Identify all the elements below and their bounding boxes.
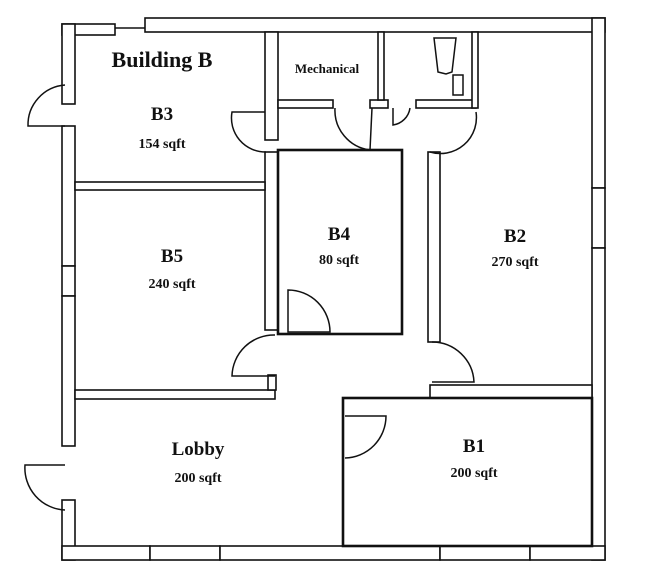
door-b3-exterior: [27, 84, 66, 127]
door-restroom: [392, 107, 411, 126]
room-lobby-label: Lobby: [172, 439, 225, 460]
door-b5: [231, 334, 276, 377]
room-b3-label: B3: [151, 104, 173, 125]
room-b5-label: B5: [161, 246, 183, 267]
room-b2-area: 270 sqft: [491, 255, 538, 270]
room-b2-label: B2: [504, 226, 526, 247]
room-b3-area: 154 sqft: [138, 137, 185, 152]
toilet-icon: [433, 37, 457, 75]
walls: [61, 17, 606, 561]
room-b4-label: B4: [328, 224, 351, 245]
door-lobby-exterior: [24, 464, 66, 511]
room-lobby-area: 200 sqft: [174, 471, 221, 486]
door-b2-top: [429, 111, 478, 155]
sink-icon: [452, 74, 464, 96]
mechanical-label: Mechanical: [295, 61, 360, 76]
doors: [24, 84, 478, 511]
room-b5-area: 240 sqft: [148, 277, 195, 292]
building-title: Building B: [112, 47, 213, 72]
door-b2: [431, 341, 475, 383]
room-b4-area: 80 sqft: [319, 253, 359, 268]
fixtures: [433, 37, 464, 96]
door-b1: [344, 415, 387, 459]
door-b3: [230, 111, 267, 153]
door-mechanical: [334, 107, 373, 151]
room-b1-area: 200 sqft: [450, 466, 497, 481]
door-b4: [287, 289, 331, 333]
room-b1-label: B1: [463, 436, 485, 457]
